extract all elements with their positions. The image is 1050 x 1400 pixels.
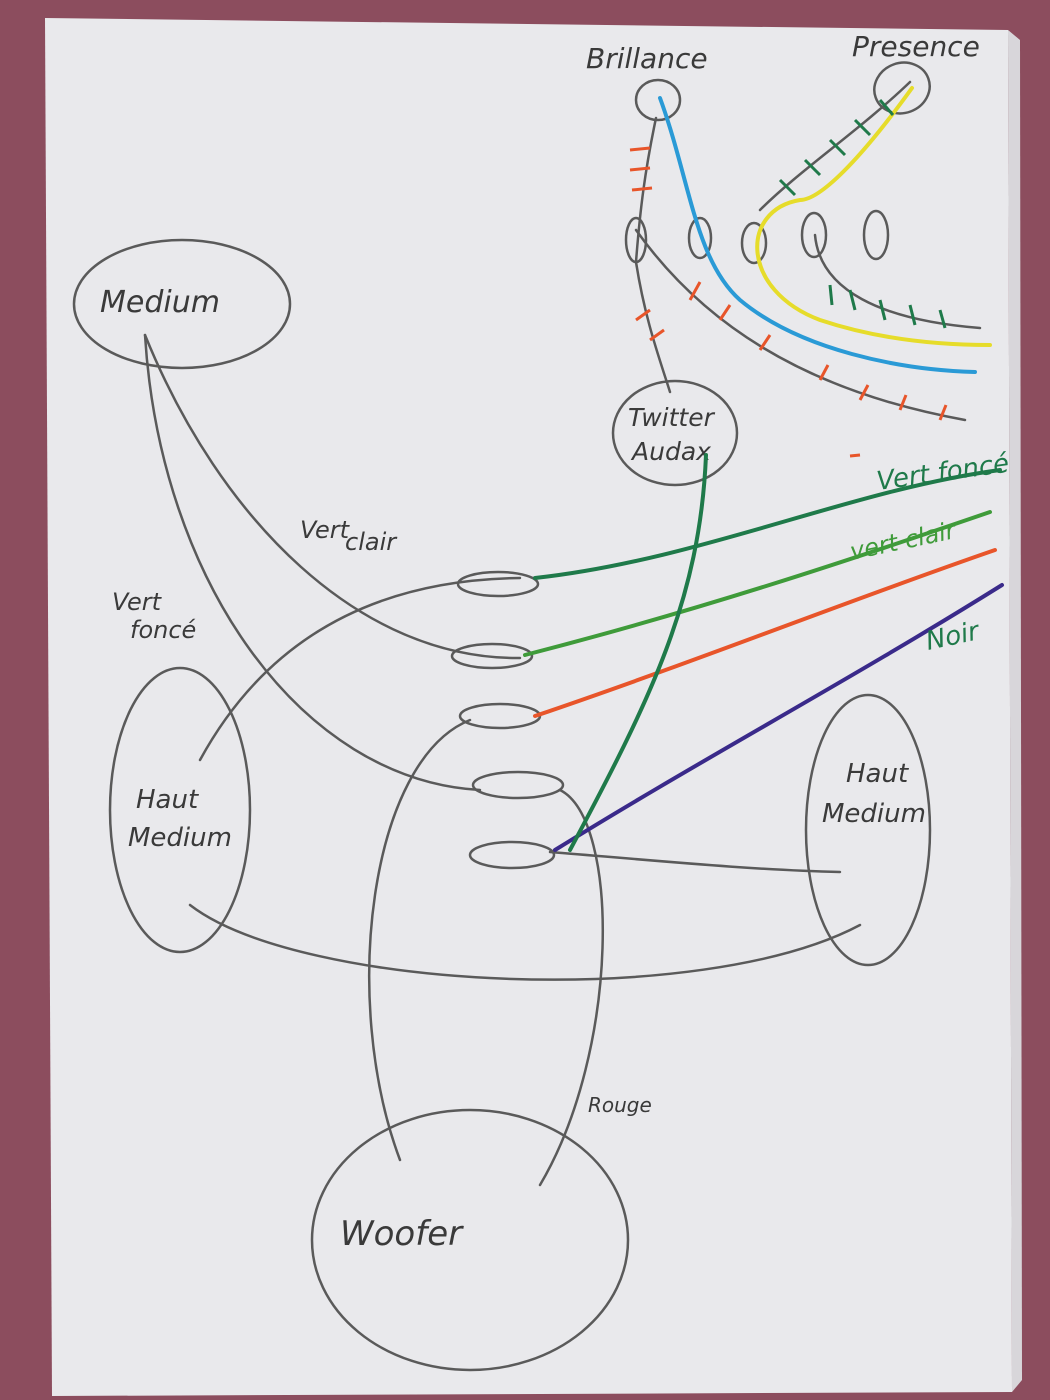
paper-shadow-edge — [1008, 30, 1022, 1392]
brillance-pot: Brillance — [586, 42, 708, 122]
medium-speaker: Medium — [72, 238, 292, 370]
svg-text:Medium: Medium — [128, 823, 232, 853]
svg-text:foncé: foncé — [130, 616, 196, 644]
vert-fonce-label: Vert — [112, 588, 163, 616]
svg-text:Haut: Haut — [136, 785, 199, 815]
haut-medium-left: Haut Medium — [108, 666, 252, 954]
svg-text:Medium: Medium — [100, 285, 220, 320]
presence-pot: Presence — [852, 30, 980, 115]
haut-medium-right: Haut Medium — [804, 693, 932, 967]
svg-text:Audax: Audax — [630, 437, 711, 466]
vert-clair-label: Vert — [300, 516, 351, 544]
svg-text:Haut: Haut — [846, 759, 909, 789]
svg-text:clair: clair — [345, 528, 398, 556]
svg-text:Twitter: Twitter — [628, 403, 716, 432]
svg-text:Woofer: Woofer — [340, 1214, 464, 1254]
svg-text:Medium: Medium — [822, 799, 926, 829]
green-tick-marks — [778, 99, 947, 329]
woofer: Woofer — [310, 1108, 630, 1372]
rouge-label: Rouge — [588, 1093, 652, 1117]
twitter-audax: Twitter Audax — [611, 379, 739, 487]
svg-text:Presence: Presence — [852, 30, 980, 63]
orange-tick-marks — [629, 146, 948, 458]
svg-text:Brillance: Brillance — [586, 42, 708, 75]
